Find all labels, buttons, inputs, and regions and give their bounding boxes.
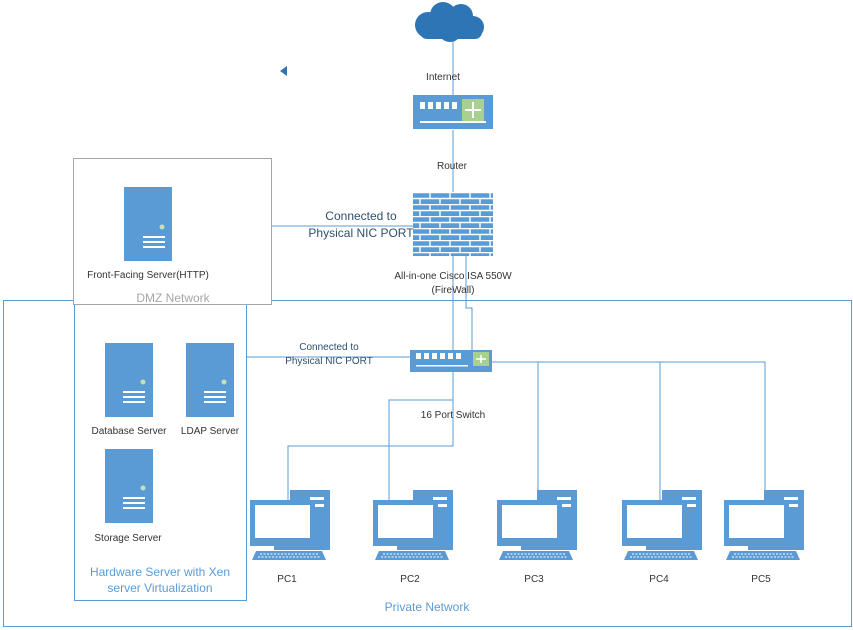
pc-label: PC5 [751,574,771,585]
switch-to-pc2-line [388,372,454,500]
pc-icon [373,490,453,560]
firewall-label-line2: (FireWall) [431,285,475,296]
dmz-connection-label-line2: Physical NIC PORT [308,226,414,240]
pc-icon [724,490,804,560]
ldap-server-icon [186,343,234,417]
storage-server-label: Storage Server [94,533,162,544]
pc-label: PC4 [649,574,669,585]
router-icon [413,95,493,129]
firewall-label-line1: All-in-one Cisco ISA 550W [394,271,512,282]
database-server-label: Database Server [91,426,167,437]
dmz-network-label: DMZ Network [136,291,210,305]
switch-to-pc3-line [491,361,539,500]
pc-label: PC3 [524,574,544,585]
dmz-network-zone [73,158,272,305]
router-label: Router [436,161,468,172]
front-facing-server-icon [124,187,172,261]
hw-connection-label-line2: Physical NIC PORT [285,356,373,367]
hw-connection-label-line1: Connected to [299,342,359,353]
connection-lines [247,40,766,500]
switch-to-pc5-line [491,361,766,500]
pc-label: PC2 [400,574,420,585]
storage-server-icon [105,449,153,523]
private-network-label: Private Network [384,600,470,614]
switch-icon [410,350,492,372]
pc-icon [497,490,577,560]
pcs-layer [250,490,804,560]
switch-label: 16 Port Switch [420,410,486,421]
switch-to-pc1-line [287,372,454,500]
ldap-server-label: LDAP Server [180,426,240,437]
firewall-loop-line [465,256,473,350]
pc-icon [622,490,702,560]
switch-to-pc4-line [491,361,661,500]
internet-label: Internet [426,72,460,83]
hardware-zone-label-line2: server Virtualization [107,581,213,595]
dmz-connection-label-line1: Connected to [325,209,397,223]
front-server-label: Front-Facing Server(HTTP) [87,270,209,281]
internet-cloud-icon [415,2,484,42]
firewall-icon [413,192,493,256]
database-server-icon [105,343,153,417]
private-network-zone [3,300,852,627]
hardware-zone-label-line1: Hardware Server with Xen [89,565,231,579]
pc-icon [250,490,330,560]
pointer-arrow-icon [280,66,287,76]
pc-label: PC1 [277,574,297,585]
